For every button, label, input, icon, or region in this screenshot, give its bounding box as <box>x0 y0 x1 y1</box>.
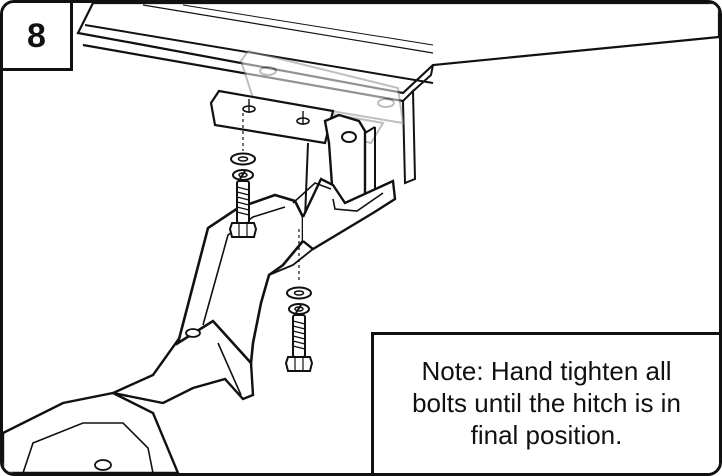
lower-lock-washer <box>288 303 310 315</box>
note-line-1: Note: Hand tighten all <box>421 356 672 387</box>
note-line-3: final position. <box>470 419 623 450</box>
lower-flat-washer <box>286 286 312 300</box>
step-number-badge: 8 <box>3 3 73 71</box>
lower-fastener-stack <box>285 229 313 372</box>
lower-hex-bolt <box>285 314 313 372</box>
note-text: Note: Hand tighten all bolts until the h… <box>412 356 681 451</box>
upper-flat-washer <box>230 152 256 166</box>
hitch-installation-illustration <box>3 3 719 473</box>
note-line-2: bolts until the hitch is in <box>412 388 681 419</box>
note-box: Note: Hand tighten all bolts until the h… <box>371 332 719 473</box>
upper-lock-washer <box>232 169 254 181</box>
step-number: 8 <box>27 16 46 55</box>
upper-fastener-stack <box>229 113 257 238</box>
hitch-arm <box>3 177 397 473</box>
